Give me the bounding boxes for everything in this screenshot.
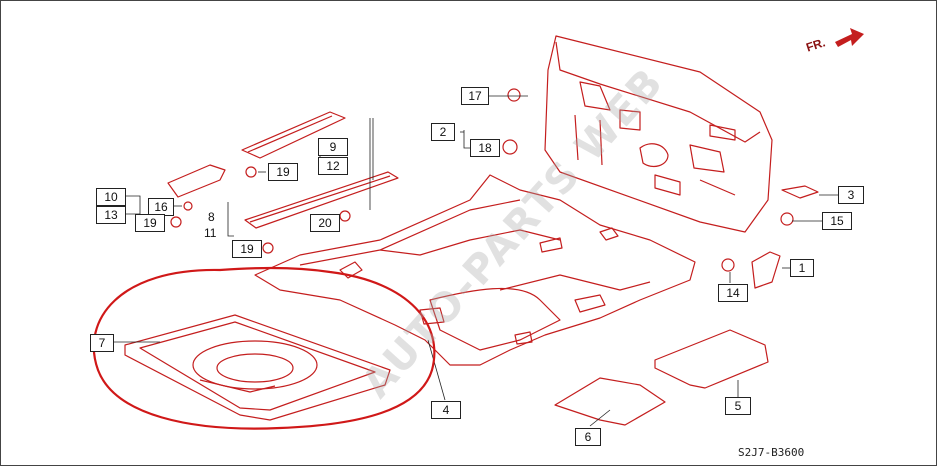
clip-17 (507, 88, 521, 102)
callout-4[interactable]: 4 (431, 401, 461, 419)
front-direction-arrow (835, 28, 864, 47)
callout-6[interactable]: 6 (575, 428, 601, 446)
highlight-circle-part-7 (92, 266, 436, 430)
callout-3[interactable]: 3 (838, 186, 864, 204)
callout-20[interactable]: 20 (310, 214, 340, 232)
callout-8[interactable]: 8 (208, 210, 215, 224)
rear-bracket-10 (167, 164, 226, 198)
callout-19-a[interactable]: 19 (268, 163, 298, 181)
sill-garnish-upper (241, 111, 346, 159)
clip-19-a (245, 166, 257, 178)
callout-15[interactable]: 15 (822, 212, 852, 230)
floor-mat-right (654, 329, 769, 389)
callout-16[interactable]: 16 (148, 198, 174, 216)
callout-2[interactable]: 2 (431, 123, 455, 141)
clip-15 (780, 212, 794, 226)
floor-mat-rear (554, 377, 666, 426)
clip-3 (781, 185, 819, 199)
clip-20 (339, 210, 351, 222)
floor-carpet (254, 174, 696, 366)
callout-19-c[interactable]: 19 (232, 240, 262, 258)
callout-9[interactable]: 9 (318, 138, 348, 156)
spare-tire-trim (124, 314, 391, 421)
right-bracket-1 (751, 251, 781, 289)
diagram-code-label: S2J7-B3600 (738, 446, 805, 459)
clip-19-b (170, 216, 182, 228)
callout-17[interactable]: 17 (461, 87, 489, 105)
callout-11[interactable]: 11 (204, 226, 217, 240)
callout-13[interactable]: 13 (96, 206, 126, 224)
rear-partition-panel (544, 35, 773, 233)
callout-7[interactable]: 7 (90, 334, 114, 352)
clip-19-c (262, 242, 274, 254)
sill-garnish-lower (244, 171, 399, 229)
callout-10[interactable]: 10 (96, 188, 126, 206)
callout-12[interactable]: 12 (318, 157, 348, 175)
callout-5[interactable]: 5 (725, 397, 751, 415)
callout-14[interactable]: 14 (718, 284, 748, 302)
clip-14 (721, 258, 735, 272)
callout-1[interactable]: 1 (790, 259, 814, 277)
callout-18[interactable]: 18 (470, 139, 500, 157)
clip-16 (183, 201, 193, 211)
callout-19-b[interactable]: 19 (135, 214, 165, 232)
clip-18 (502, 139, 518, 155)
